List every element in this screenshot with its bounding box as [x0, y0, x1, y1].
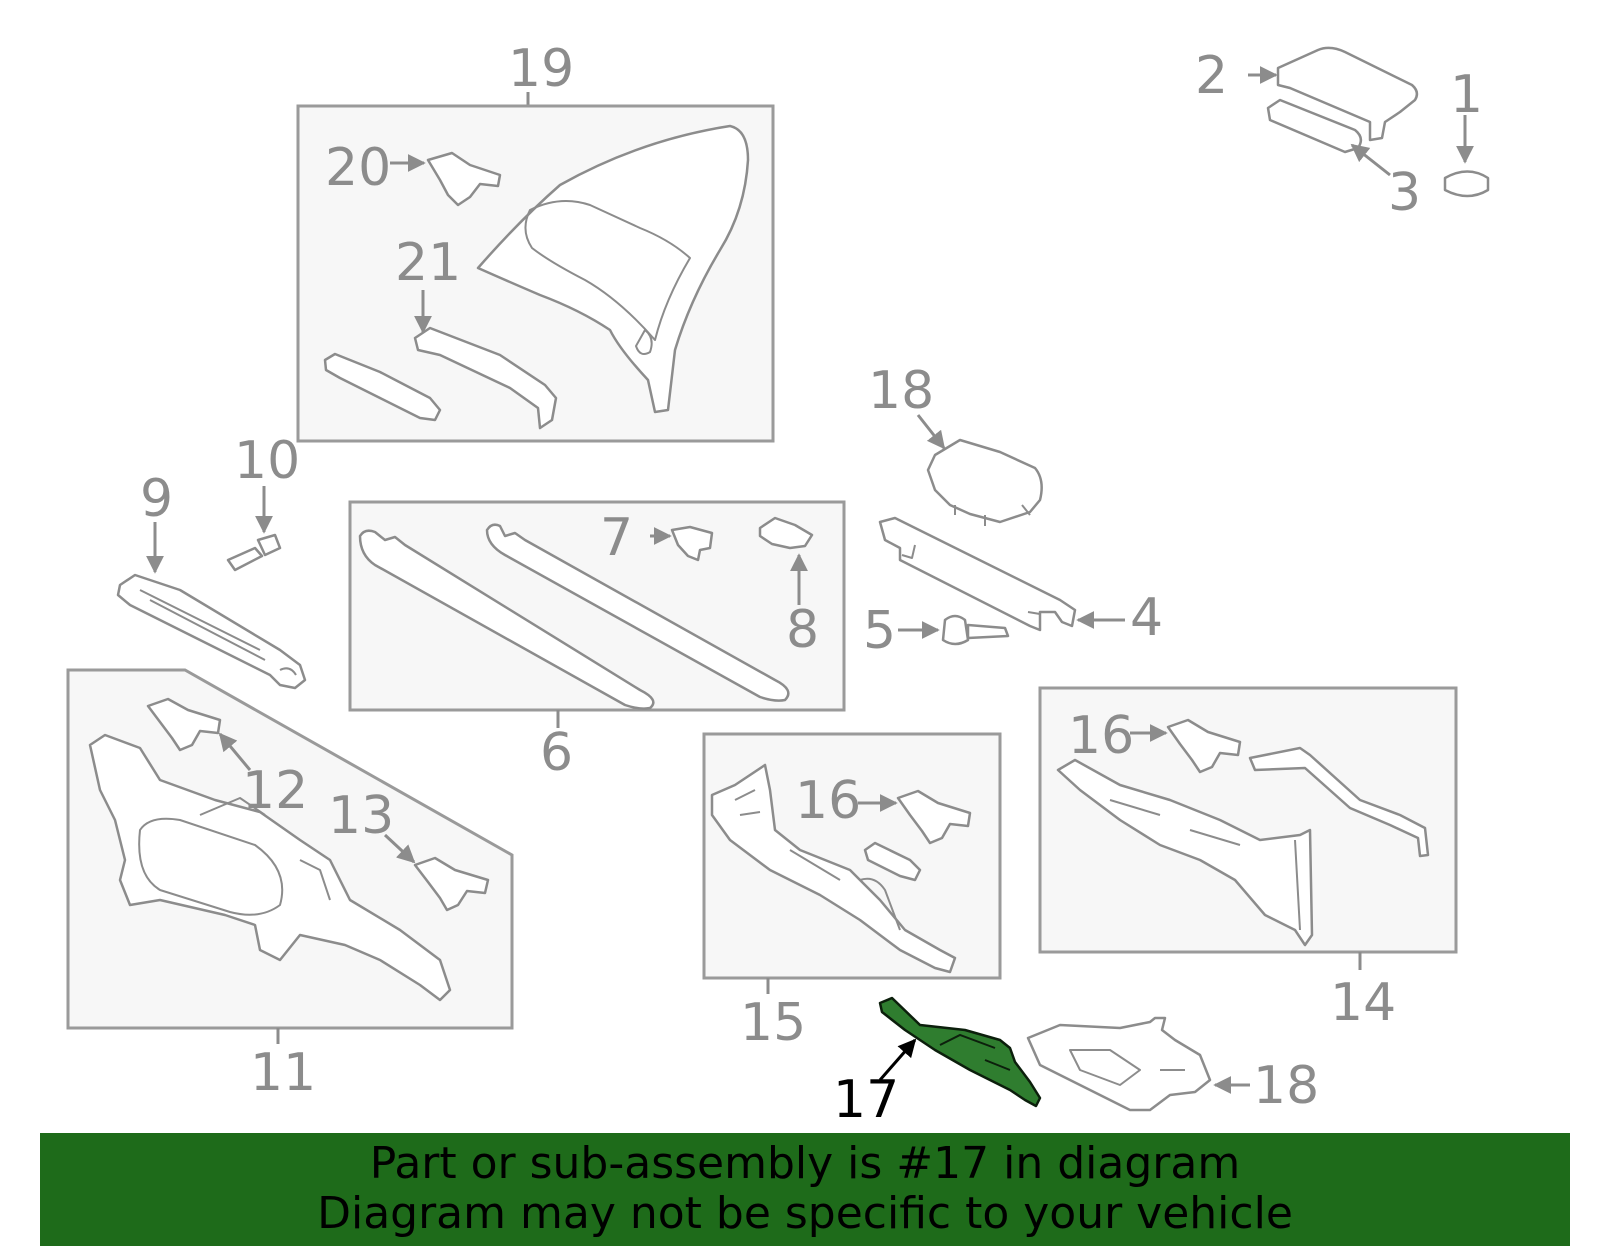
banner-line-1: Part or sub-assembly is #17 in diagram — [369, 1138, 1241, 1189]
callout-12: 12 — [242, 761, 308, 821]
callout-17: 17 — [833, 1070, 899, 1130]
clip-part-13 — [413, 856, 490, 912]
clip-part-16a — [896, 789, 972, 845]
cap-part-1 — [1443, 170, 1490, 198]
trim-panel-part-15 — [710, 763, 957, 974]
callout-2: 2 — [1195, 46, 1228, 106]
lower-panel-part-14 — [1056, 758, 1314, 947]
group-box-15: 16 15 — [702, 732, 1002, 1053]
highlighted-part-17 — [878, 996, 1042, 1108]
callout-5: 5 — [863, 601, 896, 661]
console-part-11 — [88, 733, 452, 1002]
glove-box-door-part — [476, 124, 750, 414]
rail-part-14b — [1248, 746, 1430, 858]
callout-21: 20 — [325, 138, 391, 198]
group-box-14: 16 14 — [1038, 686, 1458, 1033]
callout-8: 8 — [786, 600, 819, 660]
callout-1: 1 — [1450, 65, 1483, 125]
callout-22: 21 — [395, 233, 461, 293]
small-bracket-part — [323, 352, 442, 422]
callout-20: 19 — [508, 39, 574, 99]
callout-18: 18 — [1253, 1056, 1319, 1116]
callout-10: 10 — [234, 431, 300, 491]
callout-13: 13 — [328, 786, 394, 846]
callout-9: 9 — [140, 469, 173, 529]
clip-part-16b — [1166, 718, 1242, 774]
clip-part-21 — [426, 151, 502, 207]
callout-14: 14 — [1330, 973, 1396, 1033]
group-box-6: 7 8 6 — [348, 500, 846, 783]
cover-part-2 — [1276, 46, 1419, 142]
clip-part-7 — [670, 525, 714, 562]
callout-15: 15 — [740, 993, 806, 1053]
clip-part-8 — [758, 516, 814, 550]
bolt-part-10 — [226, 533, 282, 572]
group-box-20: 19 20 21 — [296, 39, 775, 443]
bracket-part-22 — [413, 326, 558, 430]
small-bracket-part-b — [863, 841, 922, 882]
callout-16b: 16 — [1068, 706, 1134, 766]
module-part-19-group: 18 — [868, 361, 1043, 526]
glove-box-part-18 — [1026, 1016, 1212, 1112]
group-box-11: 12 13 11 — [66, 668, 514, 1103]
top-right-parts: 2 1 3 — [1195, 46, 1490, 223]
callout-16a: 16 — [795, 771, 861, 831]
callout-19: 18 — [868, 361, 934, 421]
trim-strip-part-a — [358, 529, 655, 710]
clip-part-12 — [146, 697, 222, 752]
callout-3: 3 — [1388, 163, 1421, 223]
left-middle-parts: 9 10 — [116, 431, 307, 690]
callout-7: 7 — [600, 508, 633, 568]
glove-box-part-18-group: 18 — [1026, 1016, 1319, 1116]
rail-group: 4 5 — [863, 516, 1163, 661]
callout-6: 6 — [540, 723, 573, 783]
screw-part-5 — [941, 614, 1010, 646]
trim-strip-part-b — [485, 523, 790, 702]
module-part-19 — [926, 438, 1043, 524]
info-banner: Part or sub-assembly is #17 in diagram D… — [40, 1133, 1570, 1246]
callout-4: 4 — [1130, 588, 1163, 648]
highlighted-part-17-group: 17 — [833, 996, 1042, 1130]
rail-part-4 — [878, 516, 1077, 632]
banner-line-2: Diagram may not be specific to your vehi… — [317, 1188, 1293, 1239]
callout-11: 11 — [250, 1043, 316, 1103]
